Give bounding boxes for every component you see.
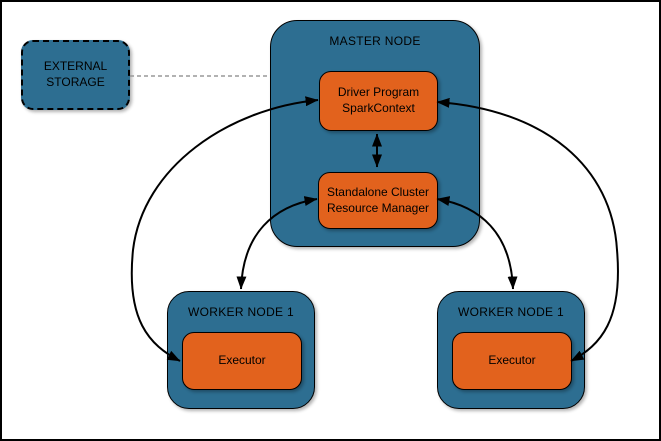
master-node-label: MASTER NODE (329, 34, 421, 48)
external-storage-node: EXTERNAL STORAGE (21, 40, 130, 110)
arrow-resource-manager-worker-right (436, 196, 518, 290)
arrow-driver-executor-left (130, 96, 319, 362)
resource-manager-box: Standalone Cluster Resource Manager (318, 172, 438, 229)
arrow-driver-executor-right (436, 97, 619, 362)
spark-context-label: SparkContext (342, 101, 415, 115)
driver-program-label: Driver Program (337, 85, 420, 100)
resource-manager-label-line2: Resource Manager (326, 200, 430, 215)
external-storage-label-line2: STORAGE (46, 75, 105, 89)
arrow-resource-manager-worker-left (236, 196, 318, 290)
driver-program-box: Driver Program SparkContext (319, 71, 438, 131)
resource-manager-label-line1: Standalone Cluster (326, 184, 430, 199)
external-storage-label-line1: EXTERNAL (43, 59, 108, 74)
